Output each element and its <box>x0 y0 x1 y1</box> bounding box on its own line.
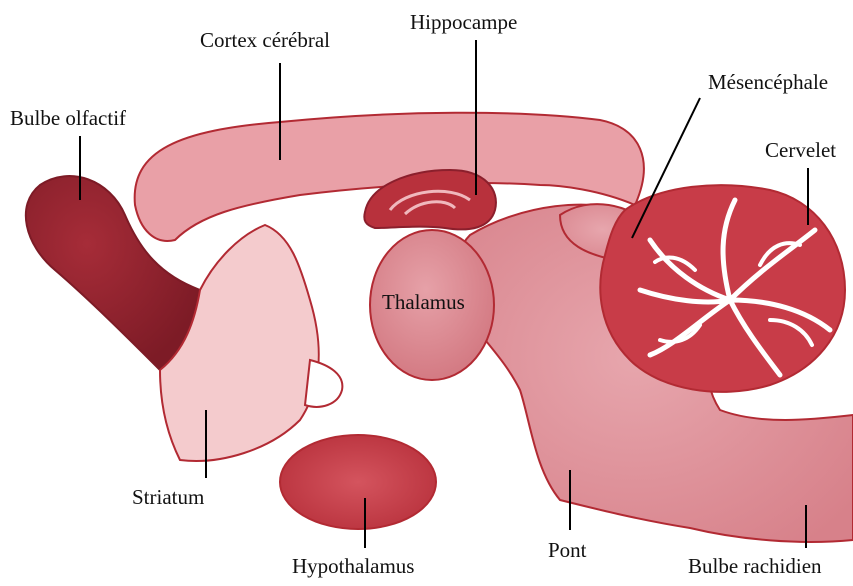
label-pont: Pont <box>548 540 587 561</box>
ventricle-cavity <box>305 360 342 407</box>
label-cervelet: Cervelet <box>765 140 836 161</box>
hypothalamus-region <box>280 435 436 529</box>
label-thalamus: Thalamus <box>382 292 465 313</box>
label-bulbe-olfactif: Bulbe olfactif <box>10 108 126 129</box>
label-hippocampe: Hippocampe <box>410 12 517 33</box>
label-mesencephale: Mésencéphale <box>708 72 828 93</box>
label-striatum: Striatum <box>132 487 204 508</box>
label-hypothalamus: Hypothalamus <box>292 556 414 577</box>
striatum-region <box>160 225 319 461</box>
label-bulbe-rachidien: Bulbe rachidien <box>688 556 822 577</box>
label-cortex-cerebral: Cortex cérébral <box>200 30 330 51</box>
